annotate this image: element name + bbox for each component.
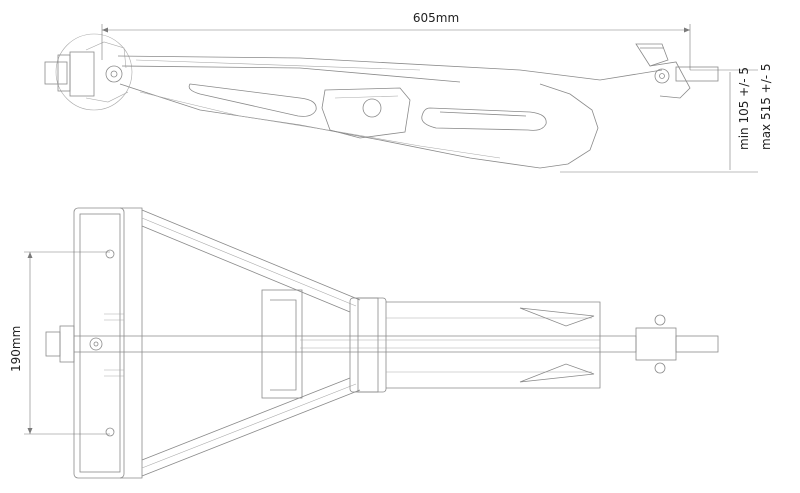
- side-view: 605mm min 105 +/- 5 max 515 +/- 5: [44, 11, 773, 173]
- top-view: 190mm: [9, 207, 719, 479]
- height-min-label: min 105 +/- 5: [737, 67, 751, 150]
- length-dimension-label: 605mm: [413, 11, 459, 25]
- width-dimension-label: 190mm: [9, 326, 23, 372]
- height-max-label: max 515 +/- 5: [759, 63, 773, 150]
